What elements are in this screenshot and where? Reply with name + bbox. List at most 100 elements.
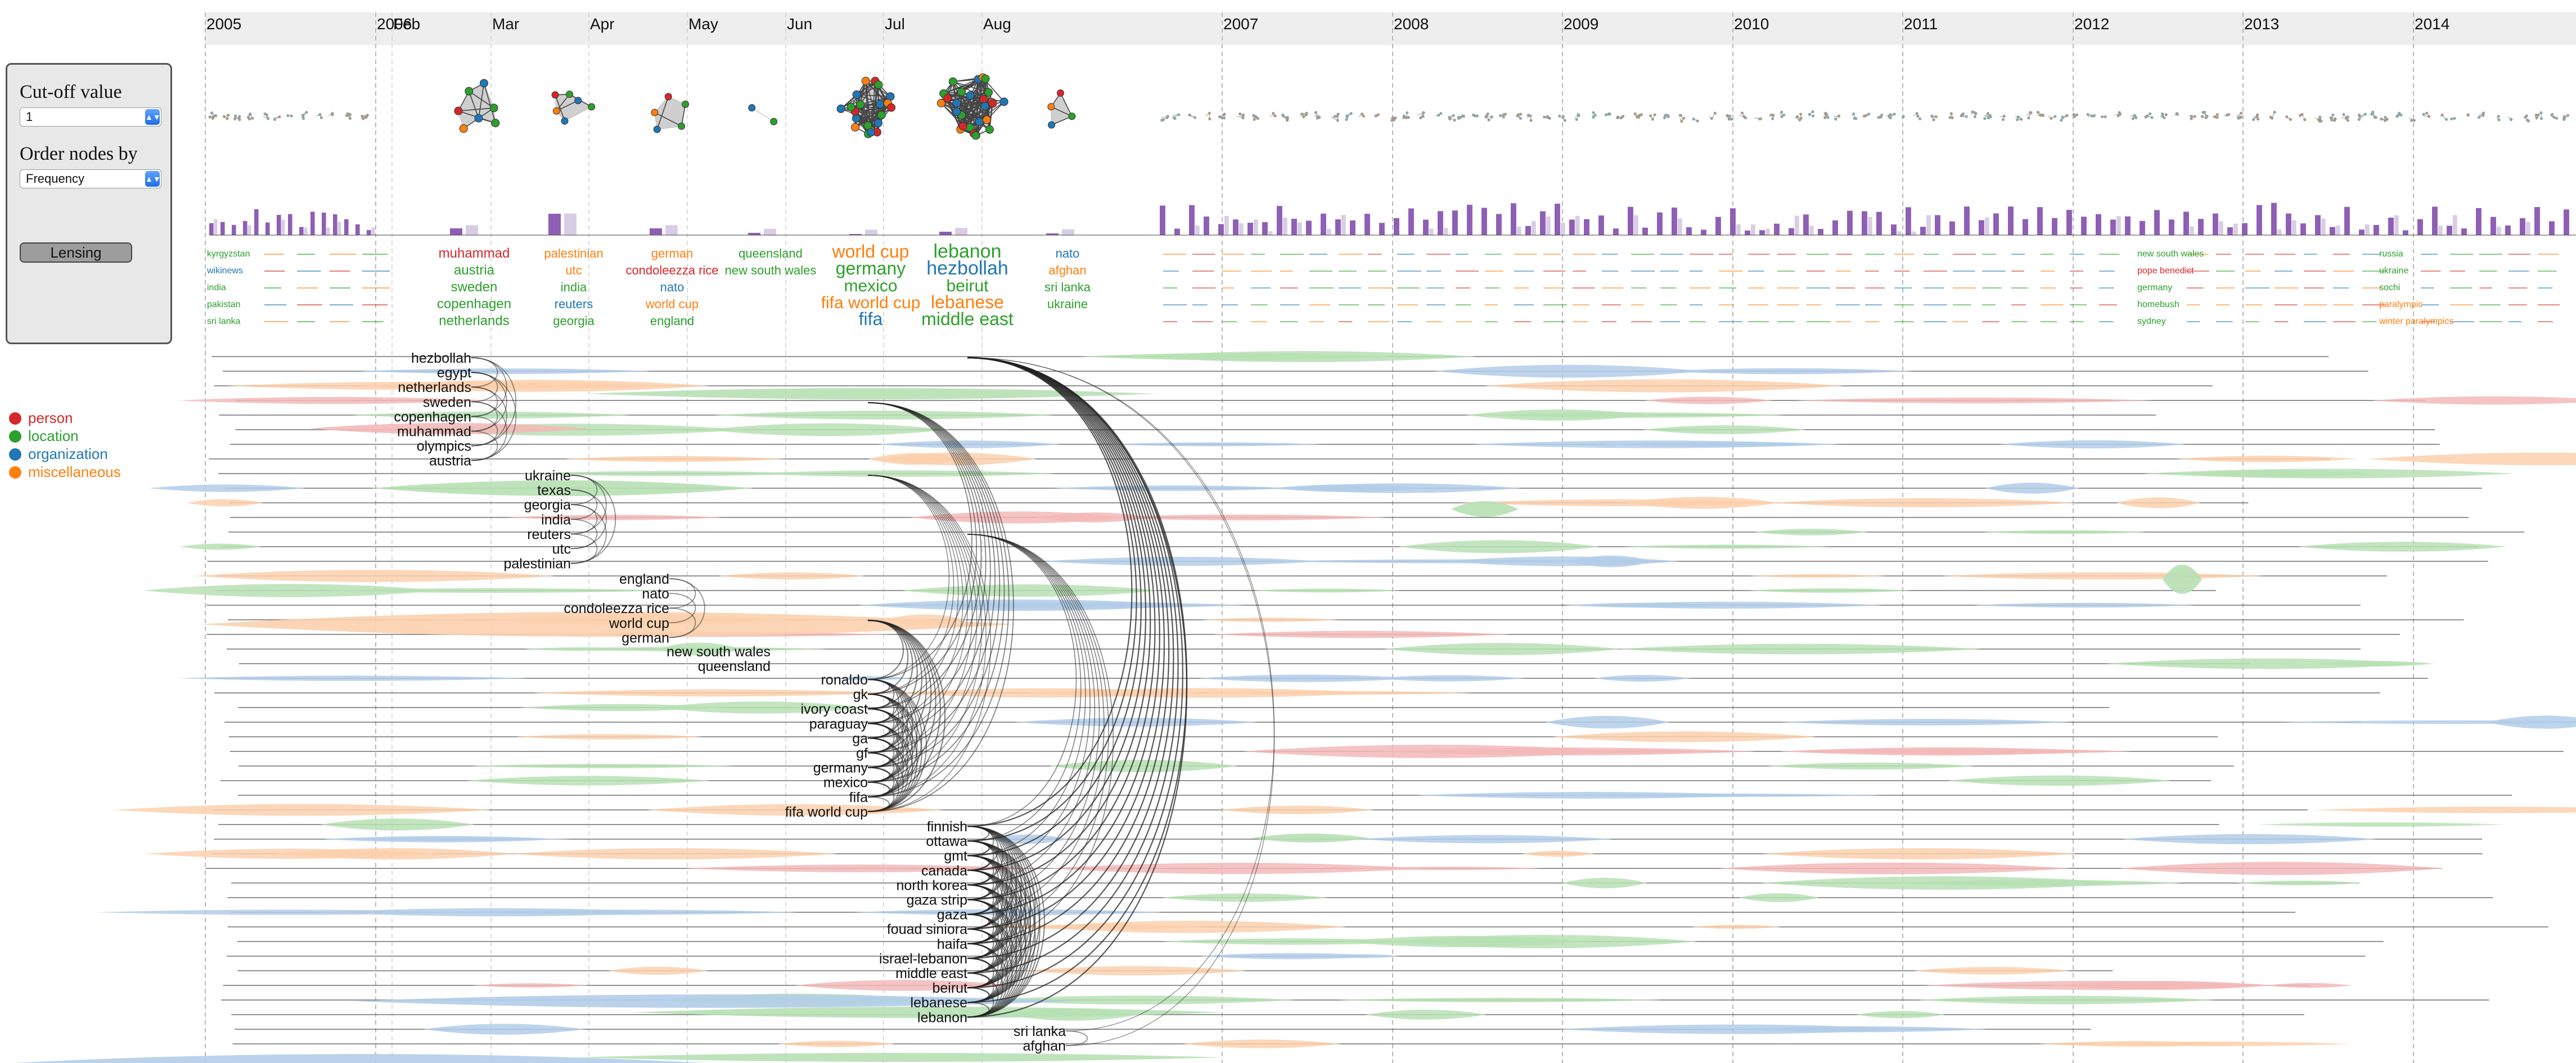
entity-stream-blob <box>1795 397 2152 404</box>
frequency-bar-light <box>1809 226 1814 235</box>
mini-graph-glyph <box>1417 111 1425 120</box>
entity-stream-blob <box>175 397 495 404</box>
entity-stream-blob <box>1365 1010 1487 1020</box>
frequency-bar <box>1555 204 1560 235</box>
mini-graph-glyph <box>1402 111 1410 119</box>
frequency-bar <box>1715 217 1721 235</box>
category-legend: person location organization miscellaneo… <box>9 409 121 481</box>
mini-graph-glyph <box>1739 111 1748 120</box>
entity-stream-blob <box>1546 715 1669 729</box>
entity-label: paraguay <box>809 716 868 732</box>
topic-word: fifa world cup <box>821 294 921 312</box>
glyph-node <box>664 93 672 101</box>
glyph-node <box>1048 121 1056 129</box>
mini-graph-glyph <box>1252 114 1260 121</box>
entity-stream-blob <box>1053 485 1294 492</box>
frequency-bar-light <box>1516 226 1521 235</box>
glyph-node <box>1316 116 1319 120</box>
entity-stream-blob <box>1049 759 1238 773</box>
mini-graph-glyph <box>1930 114 1938 121</box>
topic-word: hezbollah <box>926 258 1008 279</box>
frequency-bar <box>1233 219 1239 235</box>
glyph-node <box>2239 115 2242 119</box>
glyph-edge <box>483 83 496 123</box>
mini-graph-glyph <box>1649 113 1656 121</box>
lensing-button[interactable]: Lensing <box>20 242 132 263</box>
frequency-bar-light <box>1239 223 1244 235</box>
frequency-bar <box>1335 219 1341 235</box>
frequency-bar-light <box>1224 215 1229 235</box>
entity-stream-blob <box>2116 497 2200 508</box>
mini-graph-glyph <box>1435 112 1443 117</box>
entity-stream-blob <box>323 588 665 593</box>
glyph-node <box>943 94 952 103</box>
glyph-node <box>1823 116 1827 119</box>
glyph-node <box>2497 114 2500 118</box>
glyph-node <box>2041 114 2045 117</box>
frequency-bar <box>1379 223 1385 235</box>
entity-label: sri lanka <box>1014 1024 1066 1039</box>
entity-label: palestinian <box>503 556 571 572</box>
frequency-bar <box>322 212 326 235</box>
entity-stream-blob <box>2038 1041 2235 1047</box>
glyph-node <box>1795 115 1799 118</box>
mini-graph-glyph <box>2478 111 2485 119</box>
frequency-bar <box>2242 223 2248 235</box>
mini-graph-glyph <box>1862 112 1871 118</box>
glyph-node <box>1177 113 1181 116</box>
glyph-edge <box>855 107 891 112</box>
glyph-node <box>1853 116 1856 120</box>
entity-stream-blob <box>577 1053 1223 1062</box>
entity-stream-blob <box>2106 658 2428 669</box>
frequency-bar <box>2315 215 2321 235</box>
graph-glyph <box>936 73 1008 140</box>
topic-word: sri lanka <box>1044 280 1091 294</box>
frequency-bar-light <box>371 227 375 235</box>
entity-label: world cup <box>609 615 669 631</box>
glyph-edge <box>850 80 876 107</box>
glyph-node <box>982 115 991 124</box>
cutoff-select[interactable]: 1 ▲▼ <box>20 107 161 127</box>
entity-stream-blob <box>1748 588 1912 593</box>
glyph-node <box>2357 113 2361 117</box>
entity-stream-blob <box>2313 807 2576 813</box>
glyph-node <box>1799 112 1803 116</box>
mini-graph-glyph <box>2015 115 2023 121</box>
glyph-node <box>2255 113 2259 116</box>
glyph-node <box>2193 115 2196 118</box>
frequency-bar-light <box>1268 231 1273 235</box>
frequency-bar-light <box>2291 220 2296 235</box>
co-occurrence-arc <box>967 534 1114 944</box>
glyph-node <box>1971 110 1974 114</box>
order-select[interactable]: Frequency ▲▼ <box>20 169 161 188</box>
frequency-bar <box>1277 206 1282 235</box>
glyph-node <box>318 113 322 116</box>
frequency-bar-light <box>2116 216 2121 235</box>
entity-stream-blob <box>1658 368 1913 375</box>
glyph-node <box>836 104 845 113</box>
glyph-node <box>985 125 994 134</box>
glyph-node <box>966 91 975 100</box>
frequency-bar <box>1847 210 1853 235</box>
frequency-bar <box>1364 214 1370 235</box>
entity-label: gk <box>853 687 868 702</box>
entity-label: egypt <box>437 365 471 381</box>
frequency-bar <box>1481 208 1487 235</box>
glyph-node <box>999 97 1008 106</box>
glyph-node <box>491 119 500 128</box>
mini-graph-glyph <box>2329 113 2337 122</box>
glyph-node <box>1252 114 1255 117</box>
mini-graph-glyph <box>1948 112 1954 119</box>
entity-stream-blob <box>145 848 439 859</box>
frequency-bar <box>1876 211 1882 235</box>
glyph-node <box>1419 116 1422 120</box>
entity-stream-blob <box>1772 498 2078 508</box>
frequency-bar <box>2520 218 2525 235</box>
frequency-bar <box>2344 206 2350 235</box>
co-occurrence-arc <box>867 475 950 680</box>
entity-label: gaza strip <box>907 893 967 908</box>
glyph-node <box>1651 118 1654 121</box>
glyph-node <box>1047 103 1055 111</box>
co-occurrence-arc <box>867 619 932 768</box>
word-column-row <box>264 254 2560 322</box>
